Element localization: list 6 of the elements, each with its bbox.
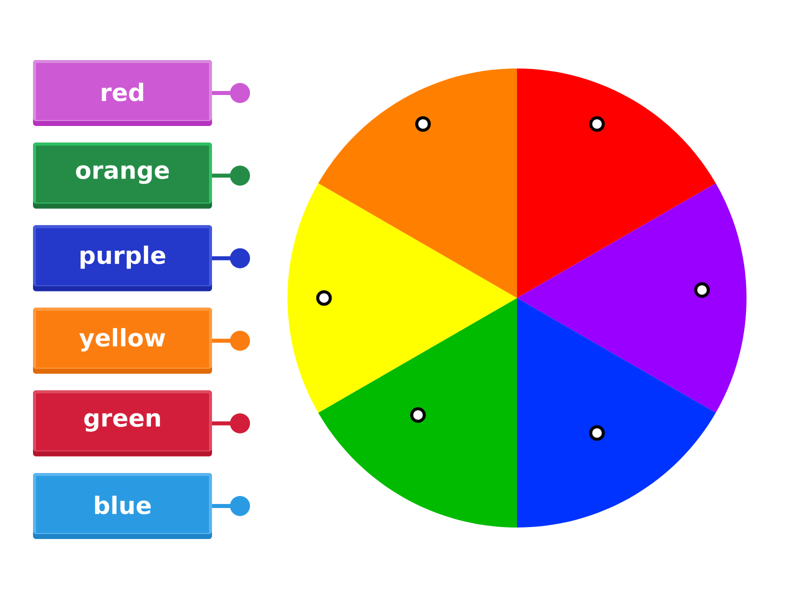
label-tile: orange (33, 142, 212, 209)
label-tile: red (33, 60, 212, 126)
label-tile: purple (33, 225, 212, 292)
label-tile: blue (33, 473, 212, 539)
label-tile: green (33, 390, 212, 456)
label-tile: yellow (33, 308, 212, 374)
